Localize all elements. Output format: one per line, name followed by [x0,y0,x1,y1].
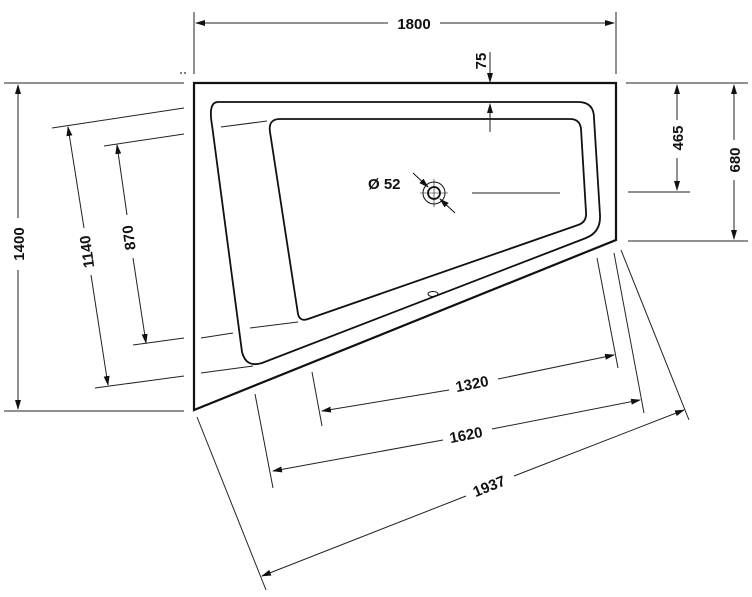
hidden-line [200,365,254,374]
drain-diameter-label: Ø 52 [368,176,401,193]
dim-left-inner: 1140 [77,234,98,269]
dim-front-basin: 1320 [454,373,490,396]
tub-rim-outline [209,101,601,366]
hidden-line [220,120,268,128]
tub-basin-outline [268,118,587,321]
hidden-line [200,332,234,339]
tub-outer-outline [192,81,618,412]
overflow-icon [427,291,439,297]
dim-left-basin: 870 [119,224,139,251]
dim-front-inner: 1620 [448,424,484,447]
dim-short-side: 680 [727,147,744,172]
dim-overall-width: 1800 [397,16,430,33]
dim-overall-depth: 1400 [11,227,28,260]
drain-icon [412,172,456,214]
dim-front-outer: 1937 [471,473,508,501]
hidden-line [249,321,299,329]
dim-drain-offset: 465 [670,125,687,150]
dim-rim-offset: 75 [473,53,490,70]
